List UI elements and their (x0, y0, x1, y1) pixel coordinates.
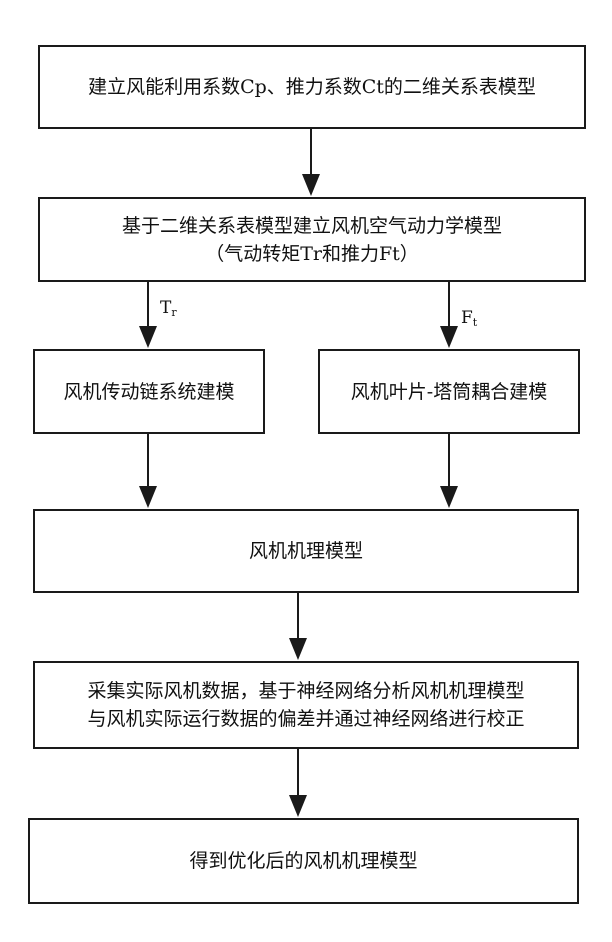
step-box-mechanism-model: 风机机理模型 (33, 509, 579, 593)
step-box-aerodynamic-model: 基于二维关系表模型建立风机空气动力学模型 （气动转矩Tr和推力Ft） (38, 197, 586, 282)
step-text-blade-tower-model: 风机叶片-塔筒耦合建模 (351, 378, 547, 406)
arrow-drivetrain-to-mechanism (139, 434, 157, 508)
arrow-mechanism-to-correction (289, 593, 307, 660)
step-text-drivetrain-model: 风机传动链系统建模 (63, 378, 234, 406)
step-box-blade-tower-model: 风机叶片-塔筒耦合建模 (318, 349, 580, 434)
step-box-drivetrain-model: 风机传动链系统建模 (33, 349, 265, 434)
step-text-neural-correction-1: 采集实际风机数据，基于神经网络分析风机机理模型 (87, 677, 524, 705)
arrow-blade-tower-to-mechanism (440, 434, 458, 508)
arrow-step1-to-step2 (302, 129, 320, 196)
flow-label-torque: Tr (160, 298, 177, 319)
flow-label-thrust: Ft (461, 308, 477, 329)
step-text-optimized-model: 得到优化后的风机机理模型 (189, 847, 417, 875)
step-box-cp-ct-table-model: 建立风能利用系数Cp、推力系数Ct的二维关系表模型 (38, 45, 586, 129)
arrow-step2-to-blade-tower (440, 282, 458, 348)
arrow-correction-to-optimized (289, 749, 307, 817)
step-text-mechanism-model: 风机机理模型 (249, 537, 363, 565)
step-text-cp-ct-table-model: 建立风能利用系数Cp、推力系数Ct的二维关系表模型 (88, 73, 536, 101)
step-text-aerodynamic-outputs: （气动转矩Tr和推力Ft） (122, 240, 502, 268)
step-box-optimized-model: 得到优化后的风机机理模型 (28, 818, 579, 904)
step-text-aerodynamic-model: 基于二维关系表模型建立风机空气动力学模型 (122, 212, 502, 240)
step-box-neural-correction: 采集实际风机数据，基于神经网络分析风机机理模型 与风机实际运行数据的偏差并通过神… (33, 661, 579, 749)
step-text-neural-correction-2: 与风机实际运行数据的偏差并通过神经网络进行校正 (87, 705, 524, 733)
arrow-step2-to-drivetrain (139, 282, 157, 348)
